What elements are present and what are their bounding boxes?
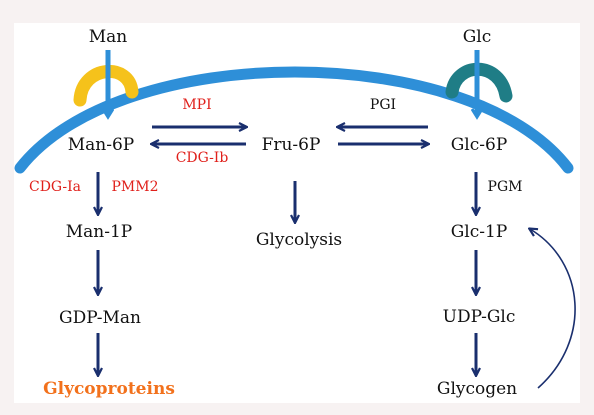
glc1p-label: Glc-1P xyxy=(450,222,508,242)
pgm-enzyme-label: PGM xyxy=(487,179,523,195)
glc6p-label: Glc-6P xyxy=(450,135,508,155)
cdg-ib-label: CDG-Ib xyxy=(175,150,229,166)
fru6p-label: Fru-6P xyxy=(261,135,321,155)
glycogen-to-glc1p-arrow xyxy=(530,229,576,389)
glycolysis-label: Glycolysis xyxy=(255,230,343,250)
pmm2-enzyme-label: PMM2 xyxy=(111,179,159,195)
glc-label: Glc xyxy=(462,27,492,47)
cdg-ia-label: CDG-Ia xyxy=(29,179,81,195)
glycogen-label: Glycogen xyxy=(436,379,518,399)
mpi-enzyme-label: MPI xyxy=(182,97,212,113)
cell-membrane xyxy=(14,66,574,174)
pgi-enzyme-label: PGI xyxy=(369,97,397,113)
glycoproteins-label: Glycoproteins xyxy=(43,379,175,399)
man1p-label: Man-1P xyxy=(65,222,133,242)
udpglc-label: UDP-Glc xyxy=(442,307,516,327)
gdpman-label: GDP-Man xyxy=(59,308,141,328)
man-label: Man xyxy=(88,27,128,47)
man6p-label: Man-6P xyxy=(67,135,135,155)
